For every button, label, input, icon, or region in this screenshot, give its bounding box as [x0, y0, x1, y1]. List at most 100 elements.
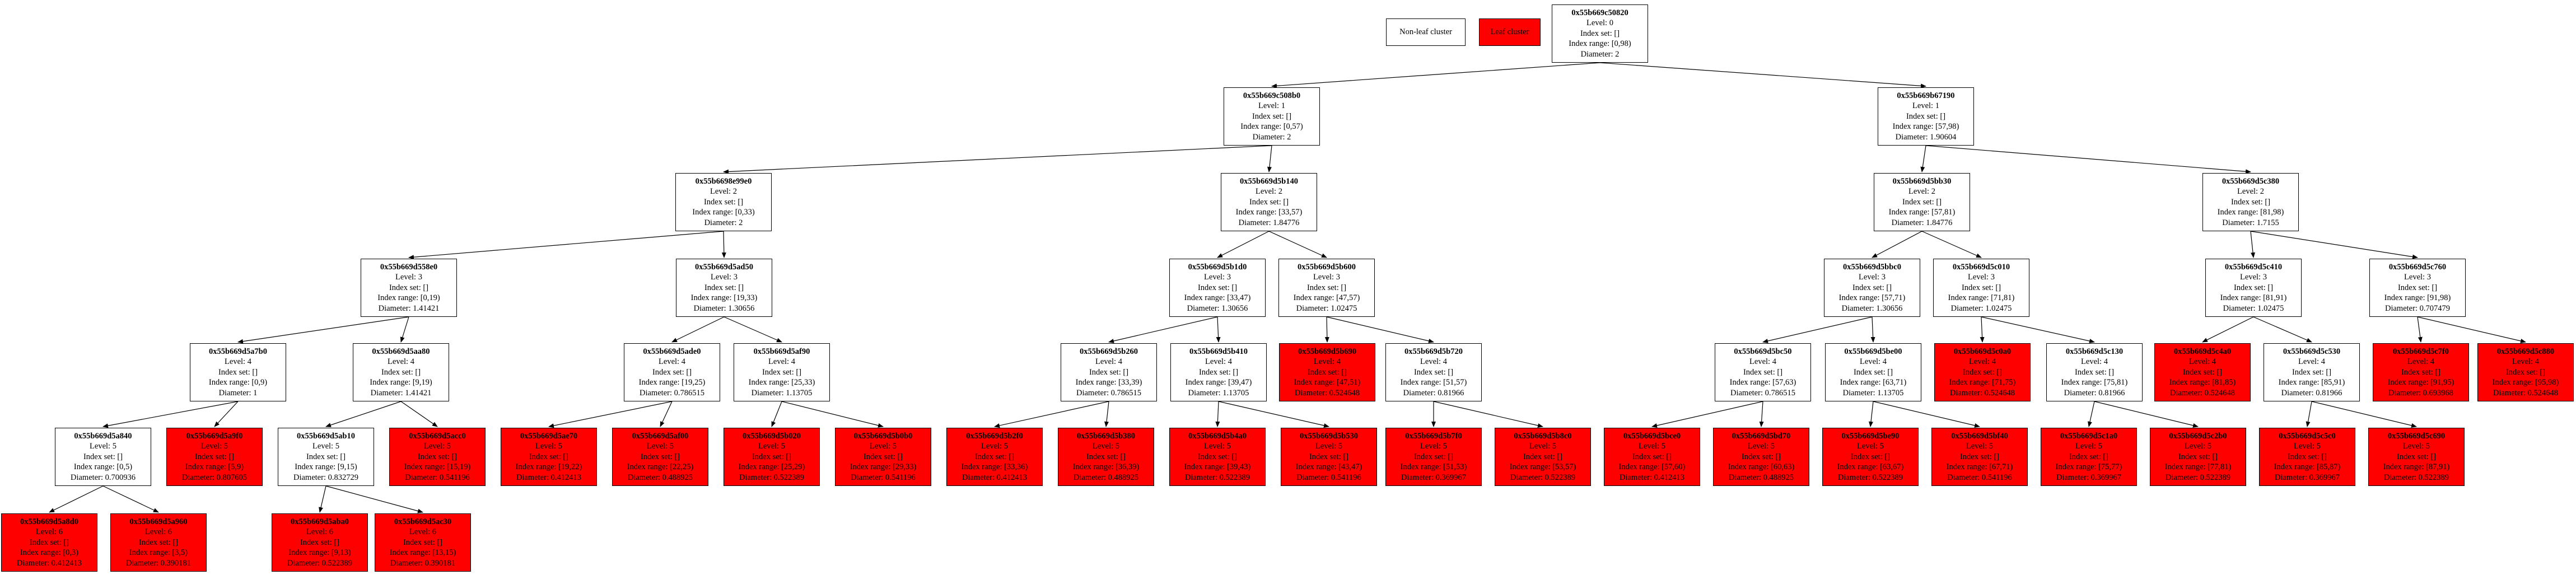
node-line: Index range: [15,19): [404, 462, 471, 472]
edge: [1267, 145, 1272, 172]
node-line: Diameter: 0.390181: [390, 558, 455, 568]
node-line: Index set: []: [529, 452, 569, 461]
node-line: Index range: [91,98): [2384, 293, 2451, 303]
node-line: Index set: []: [2074, 367, 2115, 377]
edge: [1651, 401, 1763, 428]
node-address: 0x55b669d5c4a0: [2173, 347, 2232, 356]
node-line: Index range: [0,98): [1569, 39, 1631, 49]
node-line: Index range: [77,81): [2164, 462, 2232, 472]
node-line: Diameter: 0.369967: [2056, 473, 2121, 482]
node-line: Index set: []: [83, 452, 123, 461]
node-line: Index set: []: [306, 452, 346, 461]
node-line: Diameter: 0.81966: [2064, 388, 2125, 398]
node-line: Index set: []: [1853, 367, 1893, 377]
node-line: Diameter: 0.412413: [962, 473, 1027, 482]
node-address: 0x55b669d5b0b0: [853, 431, 913, 441]
node-line: Index range: [85,87): [2274, 462, 2341, 472]
node-line: Index range: [0,33): [692, 208, 755, 217]
node-line: Index range: [57,63): [1729, 378, 1796, 387]
node-line: Index set: []: [381, 367, 421, 377]
node-address: 0x55b669c50820: [1571, 8, 1628, 17]
node-line: Index set: []: [1249, 197, 1289, 207]
node-line: Index range: [19,22): [515, 462, 582, 472]
node-line: Level: 3: [1204, 273, 1231, 282]
node-address: 0x55b669d5b2f0: [966, 431, 1023, 441]
node-line: Index set: []: [1902, 197, 1942, 207]
node-line: Level: 5: [535, 442, 562, 451]
node-line: Index range: [71,75): [1949, 378, 2016, 387]
node-line: Index set: []: [640, 452, 680, 461]
node-address: 0x55b669c508b0: [1243, 91, 1301, 100]
node-address: 0x55b669d5aa80: [372, 347, 430, 356]
node-line: Index range: [87,91): [2383, 462, 2450, 472]
node-address: 0x55b669d5b8c0: [1514, 431, 1572, 441]
node-address: 0x55b669d5c690: [2387, 431, 2446, 441]
node-address: 0x55b669d5b380: [1077, 431, 1135, 441]
node-line: Index range: [19,33): [690, 293, 758, 303]
node-line: Index set: []: [652, 367, 692, 377]
edge: [325, 401, 402, 427]
node-line: Index set: []: [1306, 283, 1347, 292]
edge: [408, 231, 724, 260]
node-line: Diameter: 1.30656: [1841, 303, 1903, 313]
node-line: Index set: []: [2292, 367, 2332, 377]
node-line: Diameter: 1.30656: [693, 303, 755, 313]
edge: [724, 316, 782, 343]
node-line: Level: 4: [1095, 357, 1122, 367]
node-address: 0x55b669d5c5c0: [2279, 431, 2336, 441]
node-line: Index range: [71,81): [1948, 293, 2015, 303]
node-line: Diameter: 0.390181: [126, 558, 191, 568]
node-line: Level: 6: [36, 527, 63, 537]
node-line: Index set: []: [1743, 367, 1783, 377]
node-address: 0x55b669d5a960: [129, 517, 188, 526]
node-line: Diameter: 1.30656: [1187, 303, 1248, 313]
node-address: 0x55b669d5af00: [632, 431, 689, 441]
node-line: Index set: []: [1852, 283, 1892, 292]
node-line: Diameter: 1: [218, 388, 258, 398]
node-line: Index set: []: [2233, 283, 2274, 292]
node-line: Index range: [25,33): [748, 378, 815, 387]
node-line: Index range: [5,9): [185, 462, 244, 472]
node-line: Diameter: 1.13705: [1842, 388, 1904, 398]
node-address: 0x55b669d5b7f0: [1405, 431, 1462, 441]
edge: [1217, 231, 1270, 258]
node-line: Index range: [47,51): [1294, 378, 1361, 387]
node-address: 0x55b669d5ae70: [520, 431, 578, 441]
node-line: Index set: []: [194, 452, 235, 461]
node-line: Diameter: 1.02475: [1296, 303, 1357, 313]
node-line: Diameter: 0.81966: [2281, 388, 2342, 398]
node-line: Index set: []: [2230, 197, 2271, 207]
node-line: Level: 3: [711, 273, 738, 282]
node-line: Diameter: 1.02475: [1950, 303, 2012, 313]
node-line: Index range: [60,63): [1728, 462, 1795, 472]
node-line: Diameter: 0.786515: [640, 388, 704, 398]
node-address: 0x55b669d5b600: [1298, 262, 1356, 272]
node-line: Index range: [39,47): [1185, 378, 1252, 387]
node-line: Index range: [33,39): [1075, 378, 1142, 387]
node-line: Diameter: 0.541196: [405, 473, 470, 482]
node-line: Index set: []: [703, 197, 744, 207]
node-line: Level: 5: [1857, 442, 1884, 451]
edge: [548, 401, 673, 428]
node-line: Index range: [25,29): [738, 462, 805, 472]
node-line: Index set: []: [417, 452, 458, 461]
node-line: Index range: [0,9): [208, 378, 268, 387]
node-line: Diameter: 0.412413: [516, 473, 581, 482]
node-line: Level: 5: [1529, 442, 1556, 451]
edge: [1873, 401, 1980, 428]
